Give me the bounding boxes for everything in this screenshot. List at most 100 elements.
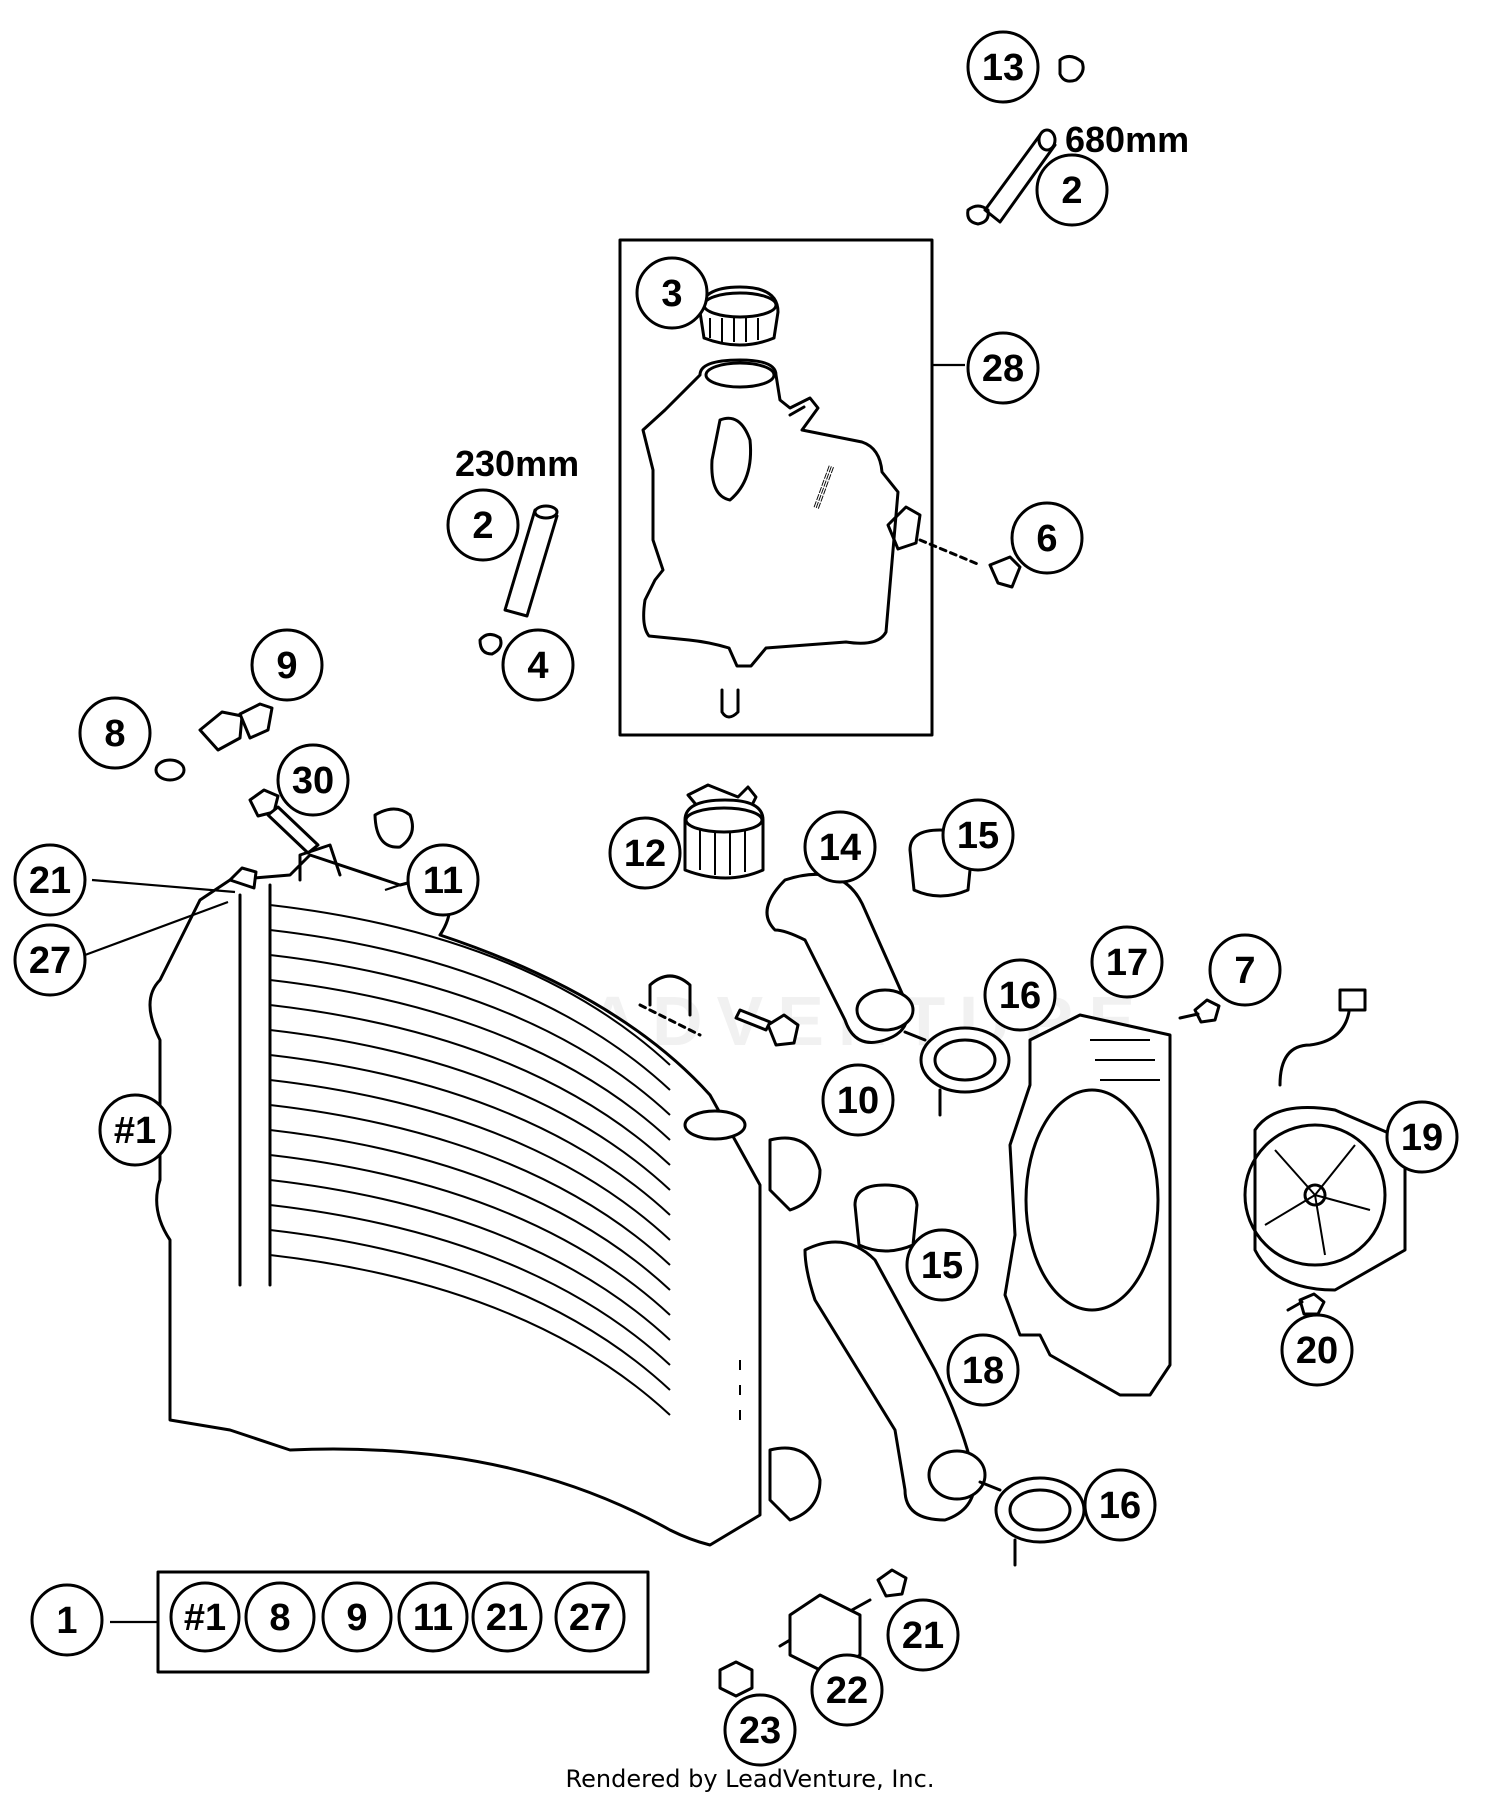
kit-item-label: #1 <box>184 1597 226 1639</box>
callout-label: 8 <box>104 713 125 755</box>
callout-circle <box>803 810 877 884</box>
callout-circle <box>941 798 1015 872</box>
kit-item-0: #1 <box>169 1581 241 1653</box>
callout-c23: 23 <box>723 1693 797 1767</box>
callout-c14: 14 <box>803 810 877 884</box>
callout-c15b: 15 <box>905 1228 979 1302</box>
callout-label: 28 <box>982 348 1024 390</box>
callout-label: 10 <box>837 1080 879 1122</box>
screw-part-20 <box>1286 1292 1326 1316</box>
callout-circle <box>78 696 152 770</box>
callout-circle <box>1385 1100 1459 1174</box>
callout-label: 23 <box>739 1710 781 1752</box>
callout-c20: 20 <box>1280 1313 1354 1387</box>
screw-part-6 <box>918 538 1022 589</box>
callout-circle <box>608 816 682 890</box>
callout-circle <box>30 1583 104 1657</box>
filler-neck-part <box>683 783 765 880</box>
callout-label: 11 <box>423 860 463 902</box>
callout-circle <box>501 628 575 702</box>
kit-item-4: 21 <box>471 1581 543 1653</box>
clamp-part-15b <box>853 1183 919 1253</box>
callout-circle <box>1083 1468 1157 1542</box>
callout-label: 15 <box>957 815 999 857</box>
callout-c2b: 2 <box>446 488 520 562</box>
callout-c15a: 15 <box>941 798 1015 872</box>
callout-c8: 8 <box>78 696 152 770</box>
callout-label: 16 <box>999 975 1041 1017</box>
bolt-part-30 <box>248 788 320 855</box>
temp-sensor-part <box>154 702 274 782</box>
callout-circle <box>250 628 324 702</box>
reservoir-cap-part <box>698 285 780 347</box>
callout-label: 30 <box>292 760 334 802</box>
callout-label: 6 <box>1036 518 1057 560</box>
kit-item-circle <box>321 1581 393 1653</box>
callout-c6: 6 <box>1010 501 1084 575</box>
hose-part-18 <box>803 1240 987 1522</box>
callout-c22: 22 <box>810 1653 884 1727</box>
kit-item-1: 8 <box>244 1581 316 1653</box>
callout-label: 19 <box>1401 1117 1443 1159</box>
kit-item-circle <box>244 1581 316 1653</box>
callout-c7: 7 <box>1208 933 1282 1007</box>
callout-label: 3 <box>661 273 682 315</box>
callout-label: 27 <box>29 940 71 982</box>
kit-item-label: 8 <box>269 1597 290 1639</box>
callout-circle <box>905 1228 979 1302</box>
callout-circle <box>1010 501 1084 575</box>
reservoir-kit-box <box>618 238 934 737</box>
callout-label: 15 <box>921 1245 963 1287</box>
callout-c21b: 21 <box>886 1598 960 1672</box>
callout-label: 21 <box>29 860 71 902</box>
dimension-label-230mm: 230mm <box>455 443 579 484</box>
screw-part-7 <box>1178 998 1221 1024</box>
clamp-part-16a <box>903 1026 1011 1117</box>
callout-c3: 3 <box>635 256 709 330</box>
callout-label: 2 <box>472 505 493 547</box>
callout-circle <box>966 30 1040 104</box>
callout-label: 16 <box>1099 1485 1141 1527</box>
callout-c19: 19 <box>1385 1100 1459 1174</box>
callout-c2a: 2 <box>1035 153 1109 227</box>
callout-label: 12 <box>624 833 666 875</box>
callout-circle <box>966 331 1040 405</box>
kit-item-label: 9 <box>346 1597 367 1639</box>
callout-label: 4 <box>527 645 548 687</box>
callout-label: 7 <box>1234 950 1255 992</box>
callout-label: 13 <box>982 47 1024 89</box>
callout-circle <box>635 256 709 330</box>
callout-circle <box>1208 933 1282 1007</box>
reservoir-tank-part: ≡≡≡≡≡≡ <box>641 358 922 719</box>
callout-label: 9 <box>276 645 297 687</box>
callout-circle <box>821 1063 895 1137</box>
callout-c28: 28 <box>966 331 1040 405</box>
callout-c16b: 16 <box>1083 1468 1157 1542</box>
callout-circle <box>13 923 87 997</box>
dimension-label-680mm: 680mm <box>1065 119 1189 160</box>
callout-label: 14 <box>819 827 861 869</box>
hose-part-14 <box>765 872 915 1044</box>
clamp-part-16b <box>978 1476 1086 1567</box>
callout-c27: 27 <box>13 923 87 997</box>
radiator-part <box>148 807 822 1547</box>
callout-circle <box>13 843 87 917</box>
callout-label: 20 <box>1296 1330 1338 1372</box>
leader-27 <box>84 900 229 957</box>
callout-label: 22 <box>826 1670 868 1712</box>
callout-c9: 9 <box>250 628 324 702</box>
nut-part-23 <box>718 1660 754 1698</box>
callout-circle <box>276 743 350 817</box>
callout-circle <box>446 488 520 562</box>
callout-c30: 30 <box>276 743 350 817</box>
callout-c1: 1 <box>30 1583 104 1657</box>
kit-item-2: 9 <box>321 1581 393 1653</box>
callout-label: 18 <box>962 1350 1004 1392</box>
callout-circle <box>1035 153 1109 227</box>
callout-circle <box>946 1333 1020 1407</box>
kit-item-circle <box>554 1581 626 1653</box>
callout-c4: 4 <box>501 628 575 702</box>
callout-c21a: 21 <box>13 843 87 917</box>
